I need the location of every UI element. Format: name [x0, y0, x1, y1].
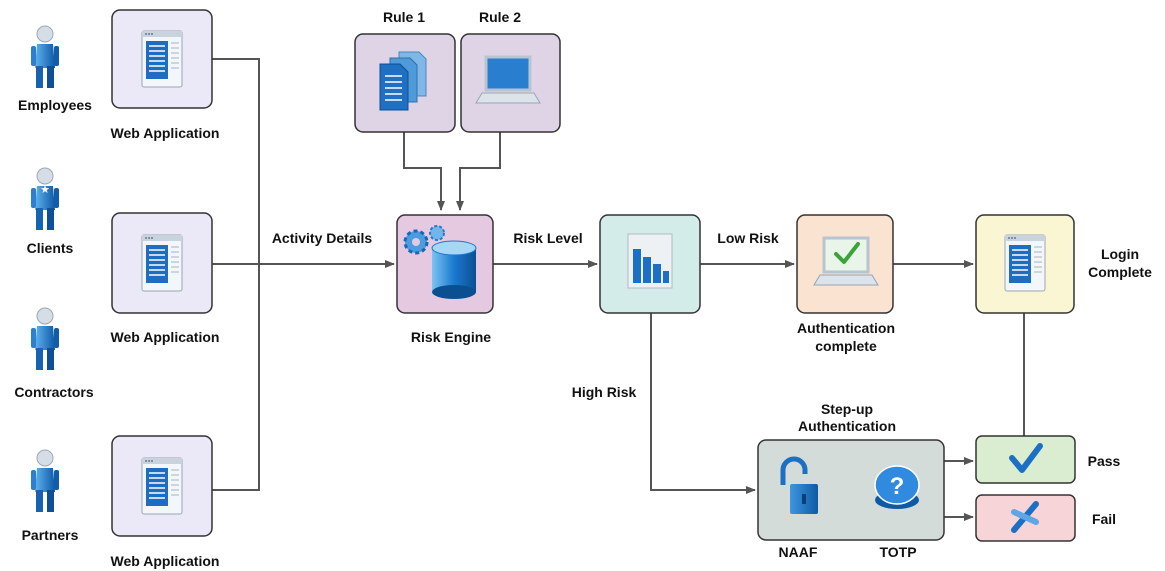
- person-icon: [30, 25, 60, 89]
- step-up-label-line1: Step-up: [821, 401, 873, 417]
- database-gears-icon: [403, 225, 477, 299]
- pass-box: Pass: [975, 435, 1121, 484]
- login-complete-label-line2: Complete: [1088, 264, 1152, 280]
- web-application-label-2: Web Application: [111, 329, 220, 345]
- browser-window-icon: [141, 234, 183, 292]
- naaf-label: NAAF: [779, 544, 818, 560]
- authentication-complete-label-line1: Authentication: [797, 320, 895, 336]
- web-application-3: Web Application: [111, 435, 220, 569]
- laptop-check-icon: [813, 236, 879, 286]
- rule-1-label: Rule 1: [383, 9, 425, 25]
- partners-label: Partners: [22, 527, 79, 543]
- risk-level-label: Risk Level: [513, 230, 582, 246]
- authentication-complete-box: Authentication complete: [796, 214, 895, 354]
- contractors-label: Contractors: [14, 384, 94, 400]
- authentication-complete-label-line2: complete: [815, 338, 877, 354]
- svg-text:?: ?: [890, 473, 905, 500]
- pass-label: Pass: [1088, 453, 1121, 469]
- connector-app3: [212, 264, 260, 491]
- totp-label: TOTP: [879, 544, 916, 560]
- question-button-icon: ?: [874, 465, 920, 509]
- rule-1: Rule 1: [354, 9, 456, 133]
- browser-window-icon: [141, 30, 183, 88]
- step-up-authentication-box: Step-up Authentication ? NAAF TOTP: [757, 401, 945, 560]
- web-application-1: Web Application: [111, 9, 220, 141]
- web-application-2: Web Application: [111, 212, 220, 345]
- web-application-label-3: Web Application: [111, 553, 220, 569]
- browser-window-icon: [141, 457, 183, 515]
- star-icon: ★: [40, 184, 50, 196]
- step-up-label-line2: Authentication: [798, 418, 896, 434]
- documents-icon: [379, 51, 427, 111]
- browser-window-icon: [1004, 234, 1046, 292]
- high-risk-label: High Risk: [572, 384, 637, 400]
- risk-engine: Risk Engine: [396, 214, 494, 345]
- open-padlock-icon: [780, 456, 818, 514]
- employees-label: Employees: [18, 97, 92, 113]
- person-icon: [30, 307, 60, 371]
- person-icon: [30, 449, 60, 513]
- login-complete-box: Login Complete: [975, 214, 1152, 314]
- bar-chart-icon: [627, 233, 673, 289]
- activity-details-label: Activity Details: [272, 230, 373, 246]
- x-mark-icon: [1011, 501, 1039, 533]
- checkmark-icon: [1009, 443, 1043, 473]
- person-icon: [30, 167, 60, 231]
- laptop-icon: [475, 55, 541, 104]
- fail-label: Fail: [1092, 511, 1116, 527]
- connector-rule2: [456, 132, 501, 211]
- user-contractors: Contractors: [14, 307, 94, 400]
- user-partners: Partners: [22, 449, 79, 543]
- connector-rule1: [403, 132, 445, 211]
- connectors: [212, 58, 1025, 521]
- connector-app1: [212, 58, 260, 264]
- connector-high-risk: [650, 313, 756, 494]
- clients-label: Clients: [27, 240, 74, 256]
- login-complete-label-line1: Login: [1101, 246, 1139, 262]
- low-risk-label: Low Risk: [717, 230, 779, 246]
- user-employees: Employees: [18, 25, 92, 113]
- fail-box: Fail: [975, 494, 1116, 542]
- rule-2: Rule 2: [460, 9, 561, 133]
- user-clients: ★ Clients: [27, 167, 74, 256]
- rule-2-label: Rule 2: [479, 9, 521, 25]
- web-application-label-1: Web Application: [111, 125, 220, 141]
- risk-engine-label: Risk Engine: [411, 329, 491, 345]
- risk-level-box: [599, 214, 701, 314]
